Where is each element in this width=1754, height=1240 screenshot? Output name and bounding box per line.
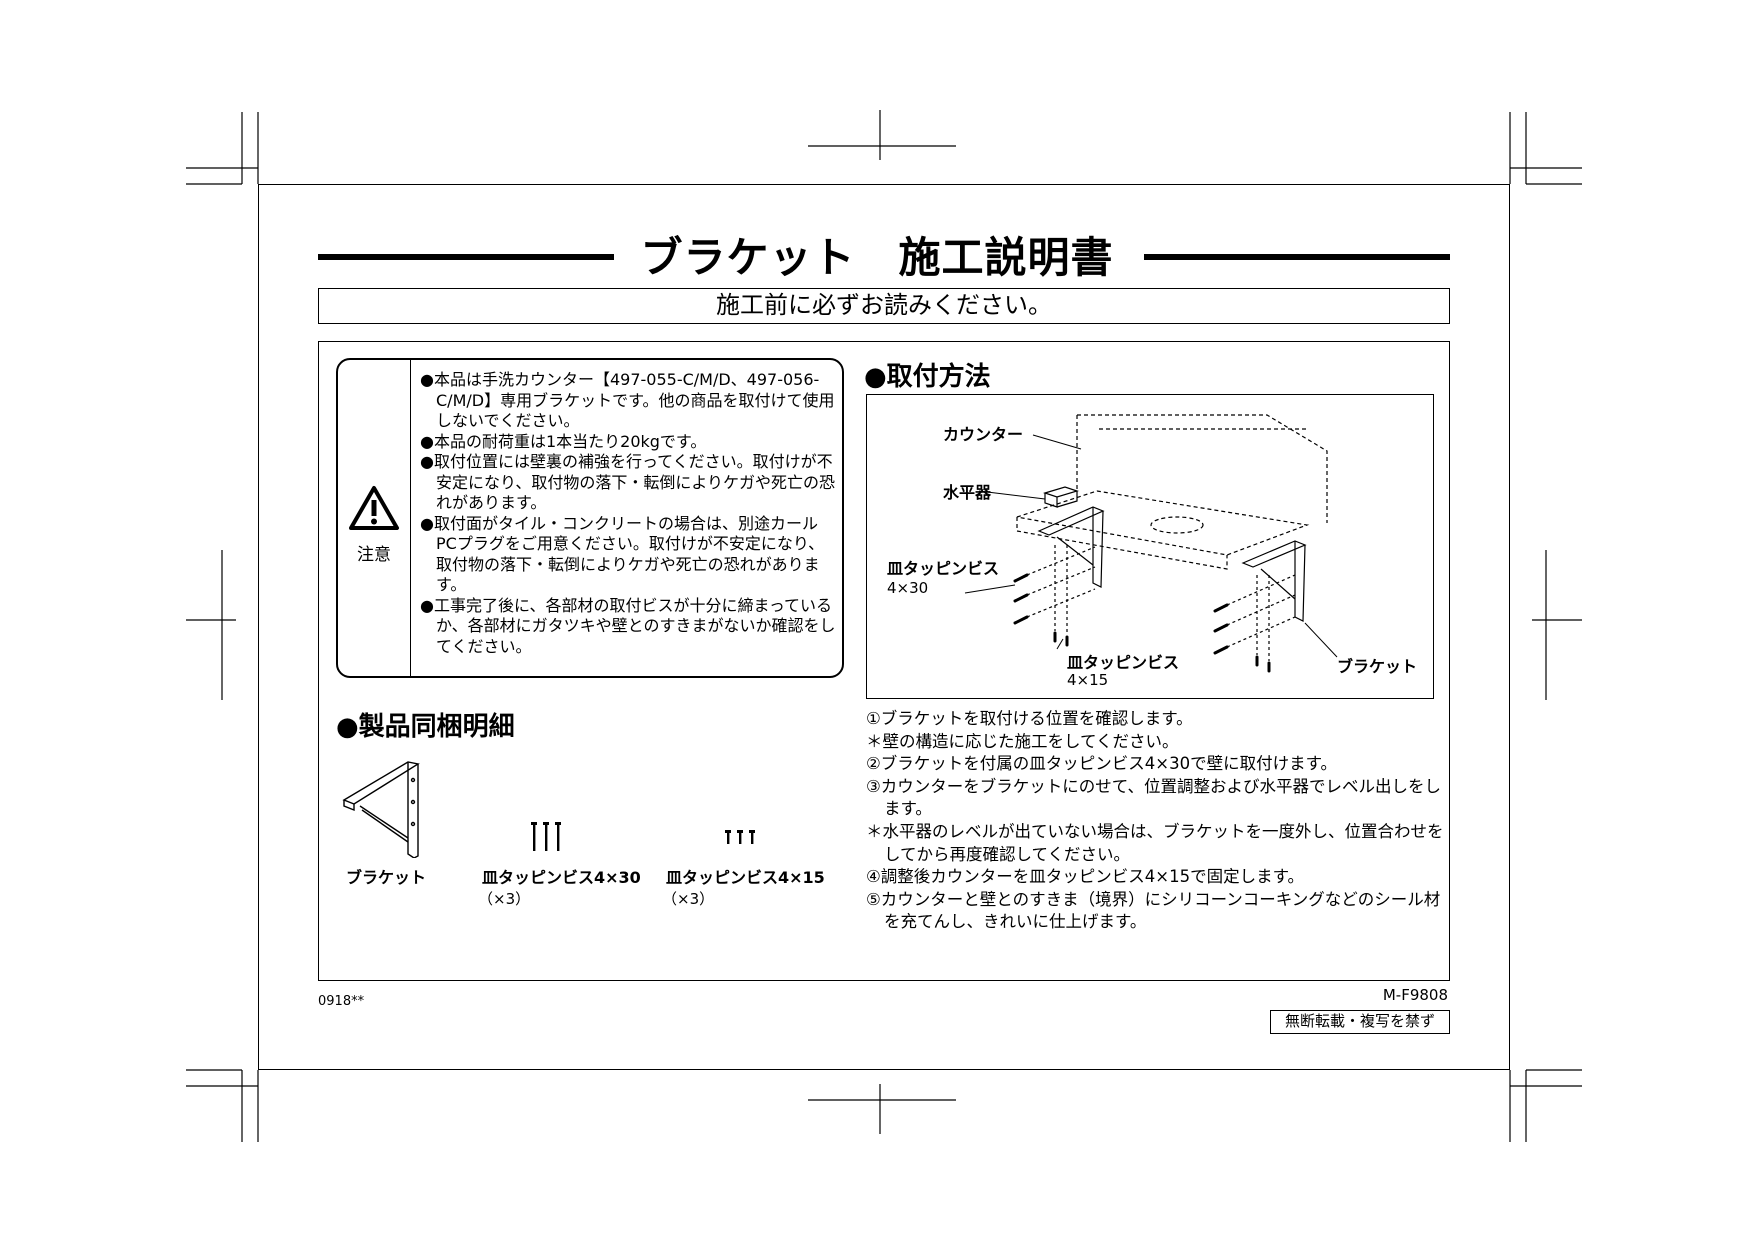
diagram-label-screw-long: 皿タッピンビス — [887, 559, 1000, 578]
model-code: M-F9808 — [1382, 986, 1448, 1004]
caution-panel: 注意 ●本品は手洗カウンター【497-055-C/M/D、497-056-C/M… — [336, 358, 844, 678]
content-box — [318, 341, 1450, 981]
contents-heading: ●製品同梱明細 — [336, 712, 515, 742]
diagram-label-bracket: ブラケット — [1337, 657, 1418, 676]
caution-item: ●取付面がタイル・コンクリートの場合は、別途カールPCプラグをご用意ください。取… — [420, 513, 825, 595]
step-note: ＊水平器のレベルが出ていない場合は、ブラケットを一度外し、位置合わせをしてから再… — [866, 821, 1444, 864]
installation-heading: ●取付方法 — [864, 362, 991, 392]
step-item: ⑤カウンターと壁とのすきま（境界）にシリコーンコーキングなどのシール材を充てんし… — [866, 889, 1441, 932]
part-screw-long-qty: （×3） — [478, 890, 531, 908]
caution-item: ●工事完了後に、各部材の取付ビスが十分に締まっているか、各部材にガタツキや壁との… — [420, 595, 836, 656]
step-item: ①ブラケットを取付ける位置を確認します。 — [866, 709, 1193, 728]
part-screw-short-label: 皿タッピンビス4×15 — [666, 868, 825, 887]
caution-divider — [410, 360, 411, 676]
caution-item: ●本品は手洗カウンター【497-055-C/M/D、497-056-C/M/D】… — [420, 370, 835, 430]
copyright-notice: 無断転載・複写を禁ず — [1270, 1010, 1450, 1034]
warning-icon — [349, 486, 399, 530]
caution-list: ●本品は手洗カウンター【497-055-C/M/D、497-056-C/M/D】… — [420, 370, 836, 657]
diagram-label-screw-long-size: 4×30 — [887, 579, 929, 597]
step-item: ③カウンターをブラケットにのせて、位置調整および水平器でレベル出しをします。 — [866, 776, 1441, 819]
caution-item: ●取付位置には壁裏の補強を行ってください。取付けが不安定になり、取付物の落下・転… — [420, 452, 836, 512]
title-rule-left — [318, 254, 614, 260]
part-screw-short-qty: （×3） — [662, 890, 715, 908]
screw-4x30-illustration — [531, 822, 561, 851]
page-title: ブラケット 施工説明書 — [640, 233, 1114, 282]
step-item: ②ブラケットを付属の皿タッピンビス4×30で壁に取付けます。 — [866, 754, 1337, 774]
installation-steps: ①ブラケットを取付ける位置を確認します。 ＊壁の構造に応じた施工をしてください。… — [866, 708, 1446, 934]
part-screw-long-label: 皿タッピンビス4×30 — [482, 868, 641, 887]
caution-item: ●本品の耐荷重は1本当たり20kgです。 — [420, 431, 707, 451]
diagram-label-level: 水平器 — [943, 483, 992, 502]
diagram-label-screw-short-size: 4×15 — [1067, 671, 1109, 689]
part-bracket-label: ブラケット — [346, 868, 427, 887]
screw-4x15-illustration — [725, 830, 755, 844]
diagram-label-counter: カウンター — [943, 425, 1024, 444]
subtitle-banner: 施工前に必ずお読みください。 — [318, 288, 1450, 324]
lot-code: 0918** — [318, 994, 365, 1009]
diagram-label-screw-short: 皿タッピンビス — [1067, 653, 1180, 672]
installation-drawing — [964, 414, 1338, 673]
title-rule-right — [1144, 254, 1450, 260]
bracket-illustration — [342, 761, 420, 858]
step-item: ④調整後カウンターを皿タッピンビス4×15で固定します。 — [866, 867, 1304, 887]
caution-label: 注意 — [357, 545, 391, 565]
step-note: ＊壁の構造に応じた施工をしてください。 — [866, 731, 1179, 751]
sheet-border — [258, 184, 1510, 1070]
installation-diagram: カウンター 水平器 皿タッピンビス 4×30 皿タッピンビス 4×15 ブラケッ… — [866, 394, 1434, 699]
